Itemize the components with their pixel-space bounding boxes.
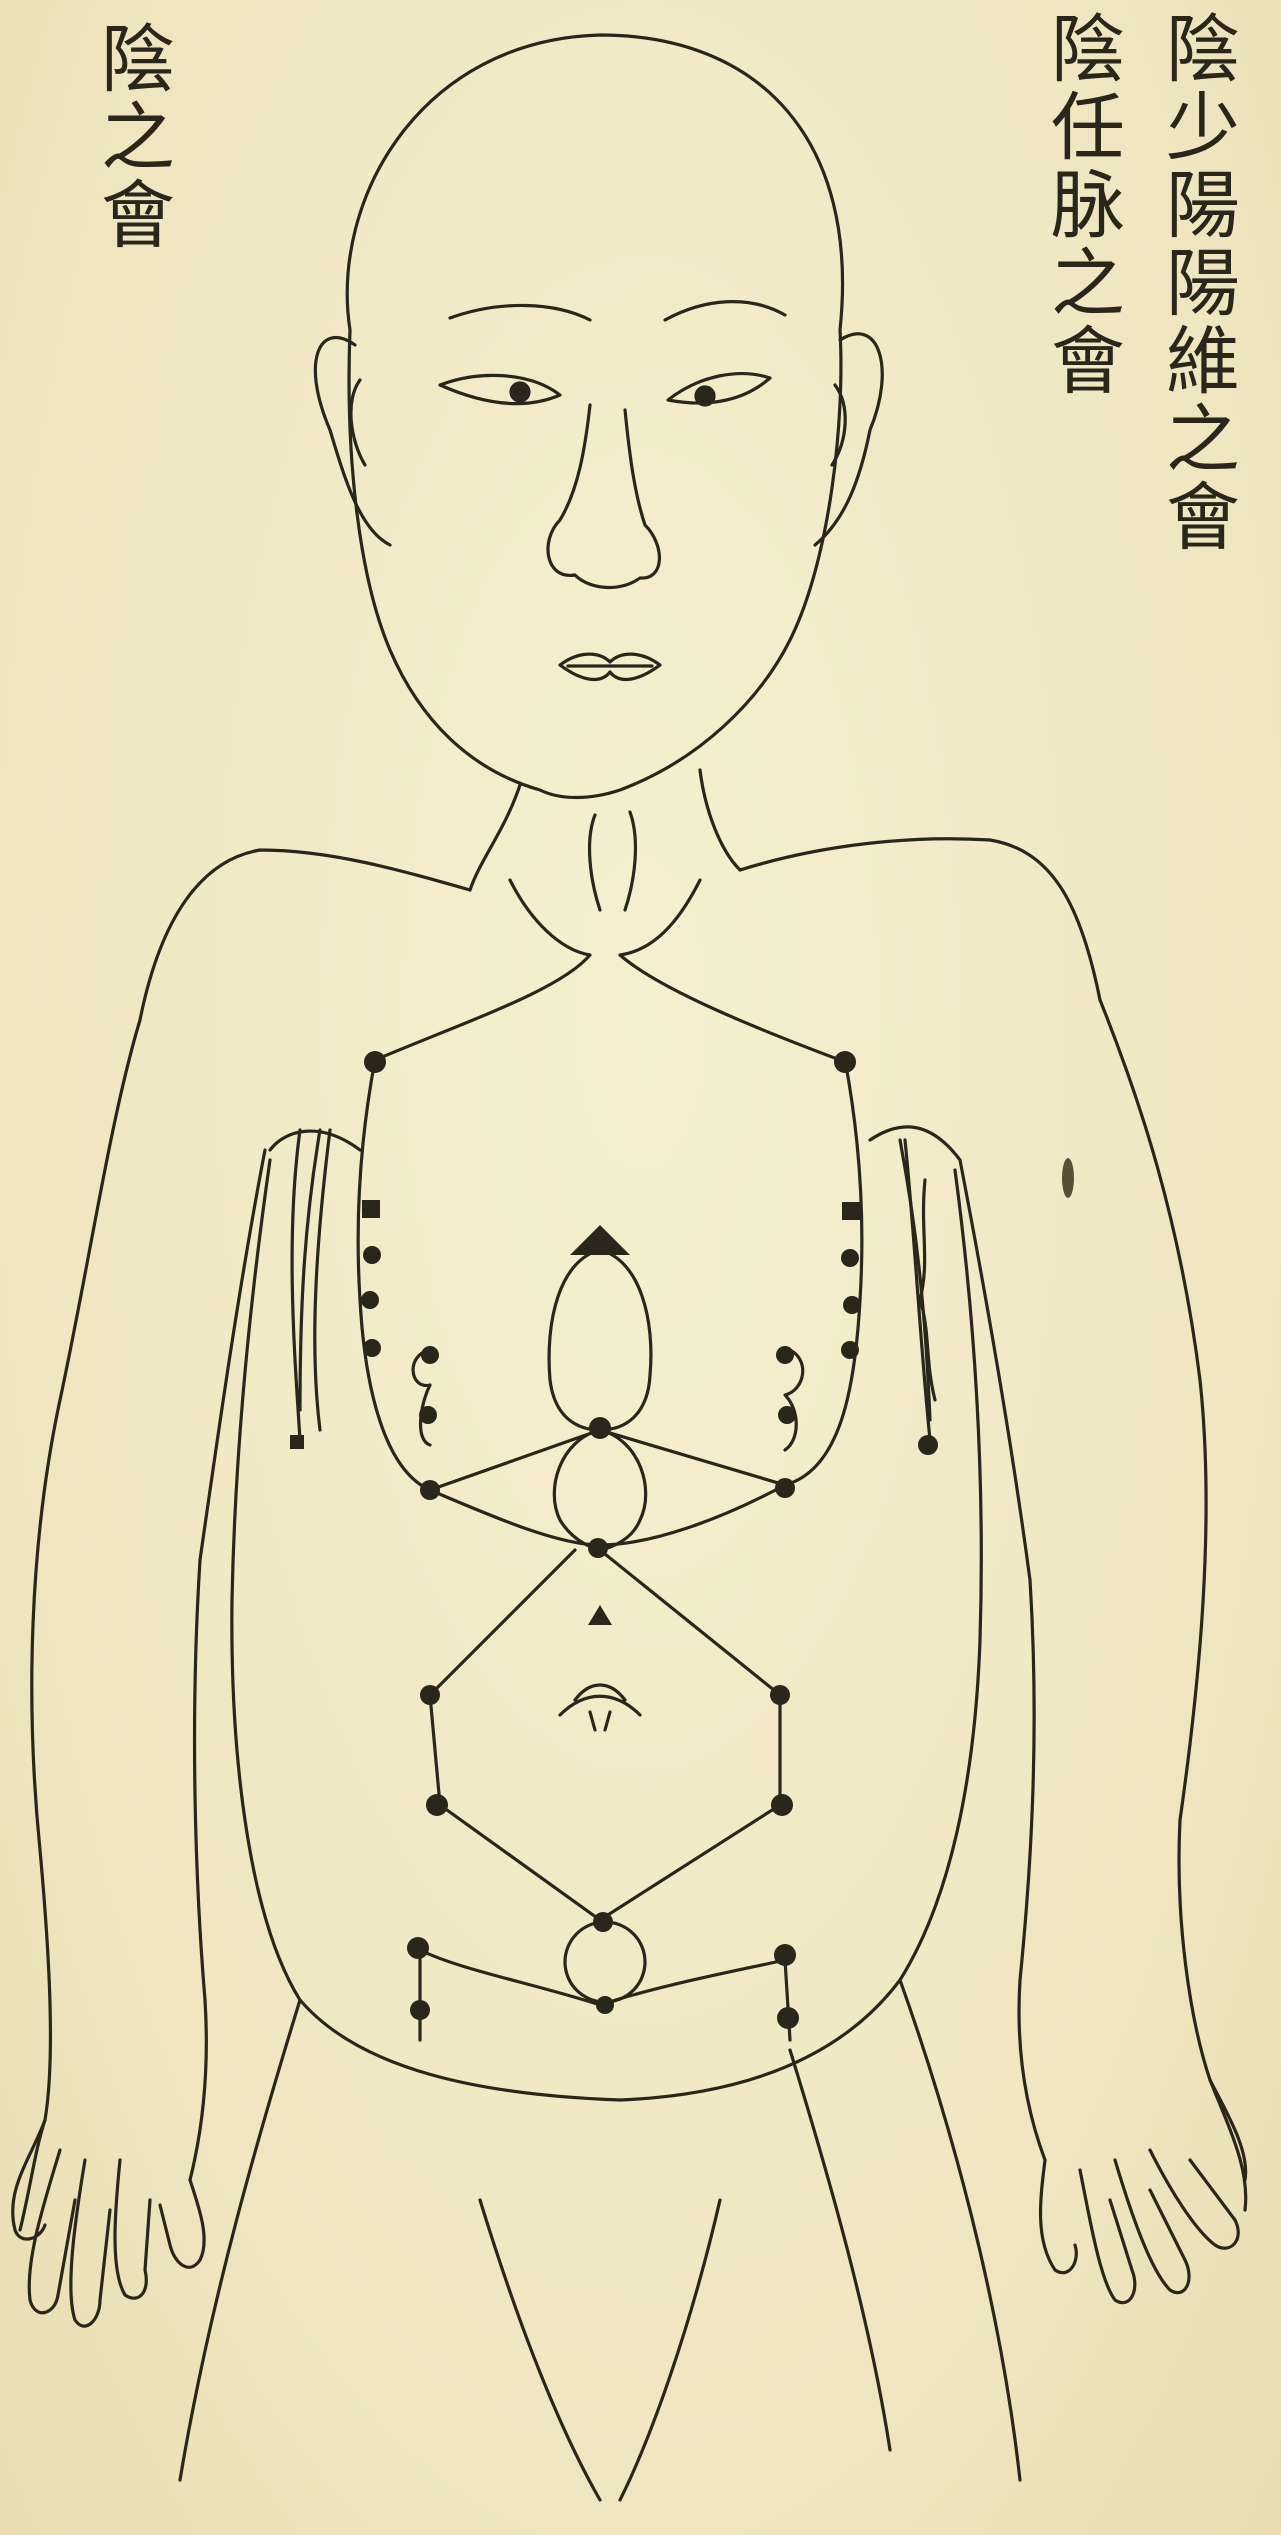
right-eyebrow bbox=[665, 302, 785, 320]
acupoint bbox=[842, 1202, 860, 1220]
acupoint bbox=[770, 1685, 790, 1705]
acupoint bbox=[410, 2000, 430, 2020]
clavicle-left bbox=[375, 880, 590, 1060]
acupoint-triangle bbox=[588, 1605, 612, 1625]
left-arm-inner bbox=[190, 1150, 265, 2180]
head-outline bbox=[347, 35, 842, 798]
acupoint bbox=[596, 1996, 614, 2014]
acupoint bbox=[777, 2007, 799, 2029]
meridian-chest-left bbox=[358, 1060, 600, 1490]
acupoint bbox=[364, 1051, 386, 1073]
acupoint bbox=[290, 1435, 304, 1449]
nose bbox=[548, 405, 659, 587]
left-eyebrow bbox=[450, 305, 590, 320]
acupoint bbox=[362, 1200, 380, 1218]
right-arm-inner bbox=[960, 1160, 1045, 2160]
right-hand bbox=[1041, 2080, 1246, 2303]
right-arm-outer bbox=[1100, 1000, 1246, 2210]
torso-left bbox=[232, 1160, 620, 2100]
acupoint bbox=[589, 1417, 611, 1439]
acupoint bbox=[771, 1794, 793, 1816]
acupoint bbox=[775, 1478, 795, 1498]
torso-right bbox=[620, 1170, 981, 2100]
acupoint bbox=[593, 1912, 613, 1932]
acupoint bbox=[841, 1249, 859, 1267]
right-eye bbox=[668, 374, 770, 403]
acupoint bbox=[841, 1341, 859, 1359]
acupoint bbox=[776, 1346, 794, 1364]
acupoint bbox=[426, 1794, 448, 1816]
acupoint bbox=[363, 1246, 381, 1264]
right-leg bbox=[900, 1980, 1020, 2480]
acupoint bbox=[843, 1296, 861, 1314]
acupoint-triangle bbox=[570, 1225, 630, 1255]
acupoint-markers bbox=[290, 1051, 1074, 2029]
left-shoulder bbox=[140, 850, 470, 1020]
inner-legs bbox=[480, 2200, 720, 2500]
acupoint bbox=[834, 1051, 856, 1073]
neck-left bbox=[470, 785, 520, 890]
right-shoulder bbox=[740, 839, 1100, 1000]
neck-right bbox=[700, 770, 740, 870]
acupoint bbox=[419, 1406, 437, 1424]
right-ear bbox=[815, 334, 882, 545]
acupoint bbox=[420, 1685, 440, 1705]
left-ear bbox=[315, 338, 390, 545]
acupoint bbox=[918, 1435, 938, 1455]
left-arm-outer bbox=[20, 1020, 140, 2230]
acupoint bbox=[361, 1291, 379, 1309]
acupoint bbox=[588, 1538, 608, 1558]
left-eye bbox=[440, 375, 560, 403]
clavicle-right bbox=[620, 880, 840, 1060]
sternum-oval bbox=[549, 1250, 651, 1430]
acupoint bbox=[774, 1944, 796, 1966]
navel-mark bbox=[560, 1685, 640, 1730]
acupoint bbox=[778, 1406, 796, 1424]
abdomen-meridian bbox=[430, 1550, 780, 1920]
left-leg bbox=[180, 2000, 300, 2480]
acupoint bbox=[363, 1339, 381, 1357]
acupoint bbox=[421, 1346, 439, 1364]
acupoint bbox=[407, 1937, 429, 1959]
left-hand bbox=[13, 2120, 204, 2326]
meridian-chest-right bbox=[600, 1060, 862, 1485]
acupoint bbox=[420, 1480, 440, 1500]
